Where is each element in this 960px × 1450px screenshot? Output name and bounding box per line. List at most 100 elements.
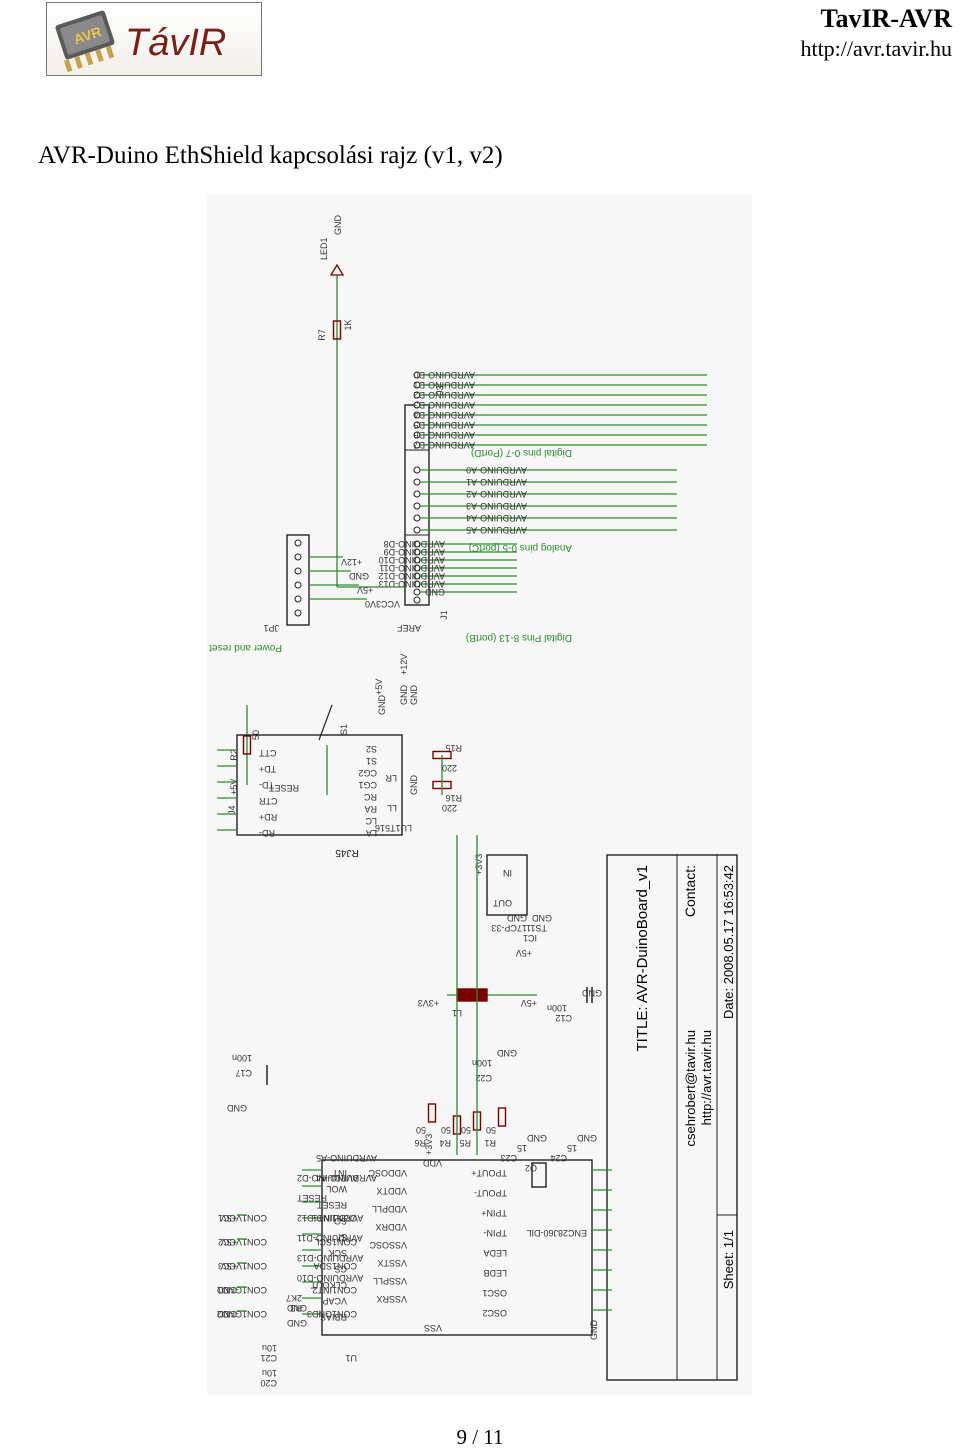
connector-label: J3: [435, 385, 445, 395]
port-b-net-label: AVRDUINO-D10: [379, 555, 445, 565]
title-block-contact-email: csehrobert@tavir.hu: [683, 1030, 698, 1147]
enc-pin-label: TPIN+: [481, 1208, 507, 1218]
c20-label: C20: [260, 1378, 277, 1388]
enc-pin-label: VDDPLL: [372, 1204, 407, 1214]
port-c-net-label: AVRDUINO-A4: [466, 513, 527, 523]
c17-label: C17: [235, 1068, 252, 1078]
plus5-label: +5V: [229, 779, 239, 795]
r16-value: 220: [442, 803, 457, 813]
enc-pin-label: VSSTX: [377, 1258, 407, 1268]
port-b-net-label: AVRDUINO-D11: [379, 563, 445, 573]
enc-pin-label: SO: [334, 1216, 347, 1226]
r4-label: R4: [439, 1138, 451, 1148]
v33-label: +3V3: [424, 1134, 434, 1155]
rj45-body: [236, 734, 403, 836]
wire: [318, 704, 333, 741]
page-title: AVR-Duino EthShield kapcsolási rajz (v1,…: [38, 142, 503, 169]
r7-value: 1K: [343, 319, 353, 330]
plus5-label: +5V: [521, 998, 537, 1008]
con-right-label: CON1GND3: [307, 1309, 357, 1319]
gnd-label: GND: [333, 215, 343, 236]
rj45-pin-label: CTR: [259, 796, 278, 806]
enc-pin-label: LEDB: [483, 1268, 507, 1278]
r5-value: 50: [461, 1125, 471, 1135]
con-left-label: CON1VCC2: [218, 1237, 267, 1247]
enc-pin-label: VDDRX: [375, 1222, 407, 1232]
gnd-label: GND: [227, 1103, 248, 1113]
con-net-label: GND: [217, 1285, 238, 1295]
reset-label: RESET: [268, 783, 299, 793]
jp1-pin: [294, 567, 302, 575]
brand-url[interactable]: http://avr.tavir.hu: [800, 36, 952, 61]
led-symbol: [329, 263, 345, 276]
enc-net-label: AVRDUINO-D13: [297, 1253, 363, 1263]
resistor-r2: [242, 735, 252, 755]
port-c-net-label: AVRDUINO-A2: [466, 489, 527, 499]
r5-label: R5: [459, 1138, 471, 1148]
crystal-q2: [531, 1162, 547, 1188]
port-b-net-label: GND: [425, 587, 446, 597]
plus5-label: +5V: [516, 948, 532, 958]
c23-value: 15: [517, 1143, 527, 1153]
gnd-label: GND: [532, 913, 553, 923]
enc-pin-label: SCK: [328, 1248, 347, 1258]
c23-label: C23: [500, 1153, 517, 1163]
enc-pin-label: CLKOUT: [310, 1280, 347, 1290]
heading-port-b: Digital Pins 8-13 (portB): [466, 632, 572, 643]
rj45-pin-label: CTT: [259, 748, 277, 758]
header-pin: [413, 526, 421, 534]
jp1-pin: [294, 553, 302, 561]
schematic-svg: J1J3AREFGNDAVRDUINO-D13AVRDUINO-D12AVRDU…: [209, 215, 738, 1388]
rj45-pin-label: S2: [366, 744, 377, 754]
con-net-label: +5V: [221, 1213, 237, 1223]
reg-in: IN: [503, 868, 512, 878]
enc-pin-label: VSSRX: [376, 1294, 407, 1304]
header-pin: [413, 514, 421, 522]
port-d-net-label: AVRDUINO-D3: [414, 400, 475, 410]
gnd-label: GND: [527, 1133, 548, 1143]
header-pin: [413, 502, 421, 510]
port-b-net-label: AVRDUINO-D12: [379, 571, 445, 581]
v33-label: +3V3: [474, 854, 484, 875]
rj45-pin-label: TD+: [259, 764, 276, 774]
con-left-label: CON1GND1: [217, 1285, 267, 1295]
title-block-contact-url: http://avr.tavir.hu: [699, 1030, 714, 1125]
con-net-label: +5V: [221, 1237, 237, 1247]
logo-wordmark: TávIR: [125, 22, 226, 64]
port-d-net-label: AVRDUINO-D6: [414, 430, 475, 440]
lr-label: LR: [385, 773, 397, 783]
header-pin: [413, 596, 421, 604]
enc28j60-body: [321, 1159, 593, 1336]
port-d-net-label: AVRDUINO-D2: [414, 390, 475, 400]
r6-value: 50: [416, 1125, 426, 1135]
jp1-net-label: VCC3V0: [365, 599, 400, 609]
enc-net-label: RESET: [297, 1193, 328, 1203]
con-left-label: CON1VCC3: [218, 1261, 267, 1271]
con-right-label: CON1INT2: [312, 1285, 357, 1295]
rj45-pin-label: RD-: [259, 828, 275, 838]
port-c-net-label: AVRDUINO-A0: [466, 465, 527, 475]
enc-pin-label: TPOUT-: [474, 1188, 507, 1198]
led1-label: LED1: [319, 237, 329, 260]
resistor-r1: [497, 1107, 507, 1127]
regulator-body: [486, 854, 528, 916]
c17-value: 100n: [232, 1053, 252, 1063]
rj45-pin-label: CG2: [358, 768, 377, 778]
plus12-label: +12V: [399, 654, 409, 675]
port-b-net-label: AVRDUINO-D13: [379, 579, 445, 589]
enc-pin-label: VSSPLL: [373, 1276, 407, 1286]
u1-label: U1: [345, 1353, 357, 1363]
port-b-net-label: AVRDUINO-D9: [384, 547, 445, 557]
gnd-label: GND: [377, 695, 387, 716]
title-block-date: Date: 2008.05.17 16:53:42: [721, 865, 736, 1019]
rj45-label: RJ45: [335, 847, 359, 858]
gnd-label: GND: [409, 775, 419, 796]
vss-label: VSS: [424, 1323, 442, 1333]
port-d-net-label: AVRDUINO-D4: [414, 410, 475, 420]
page-number: 9 / 11: [456, 1425, 504, 1449]
jp1-net-label: GND: [349, 571, 370, 581]
c20-value: 10u: [262, 1368, 277, 1378]
ic1-label: IC1: [523, 933, 537, 943]
